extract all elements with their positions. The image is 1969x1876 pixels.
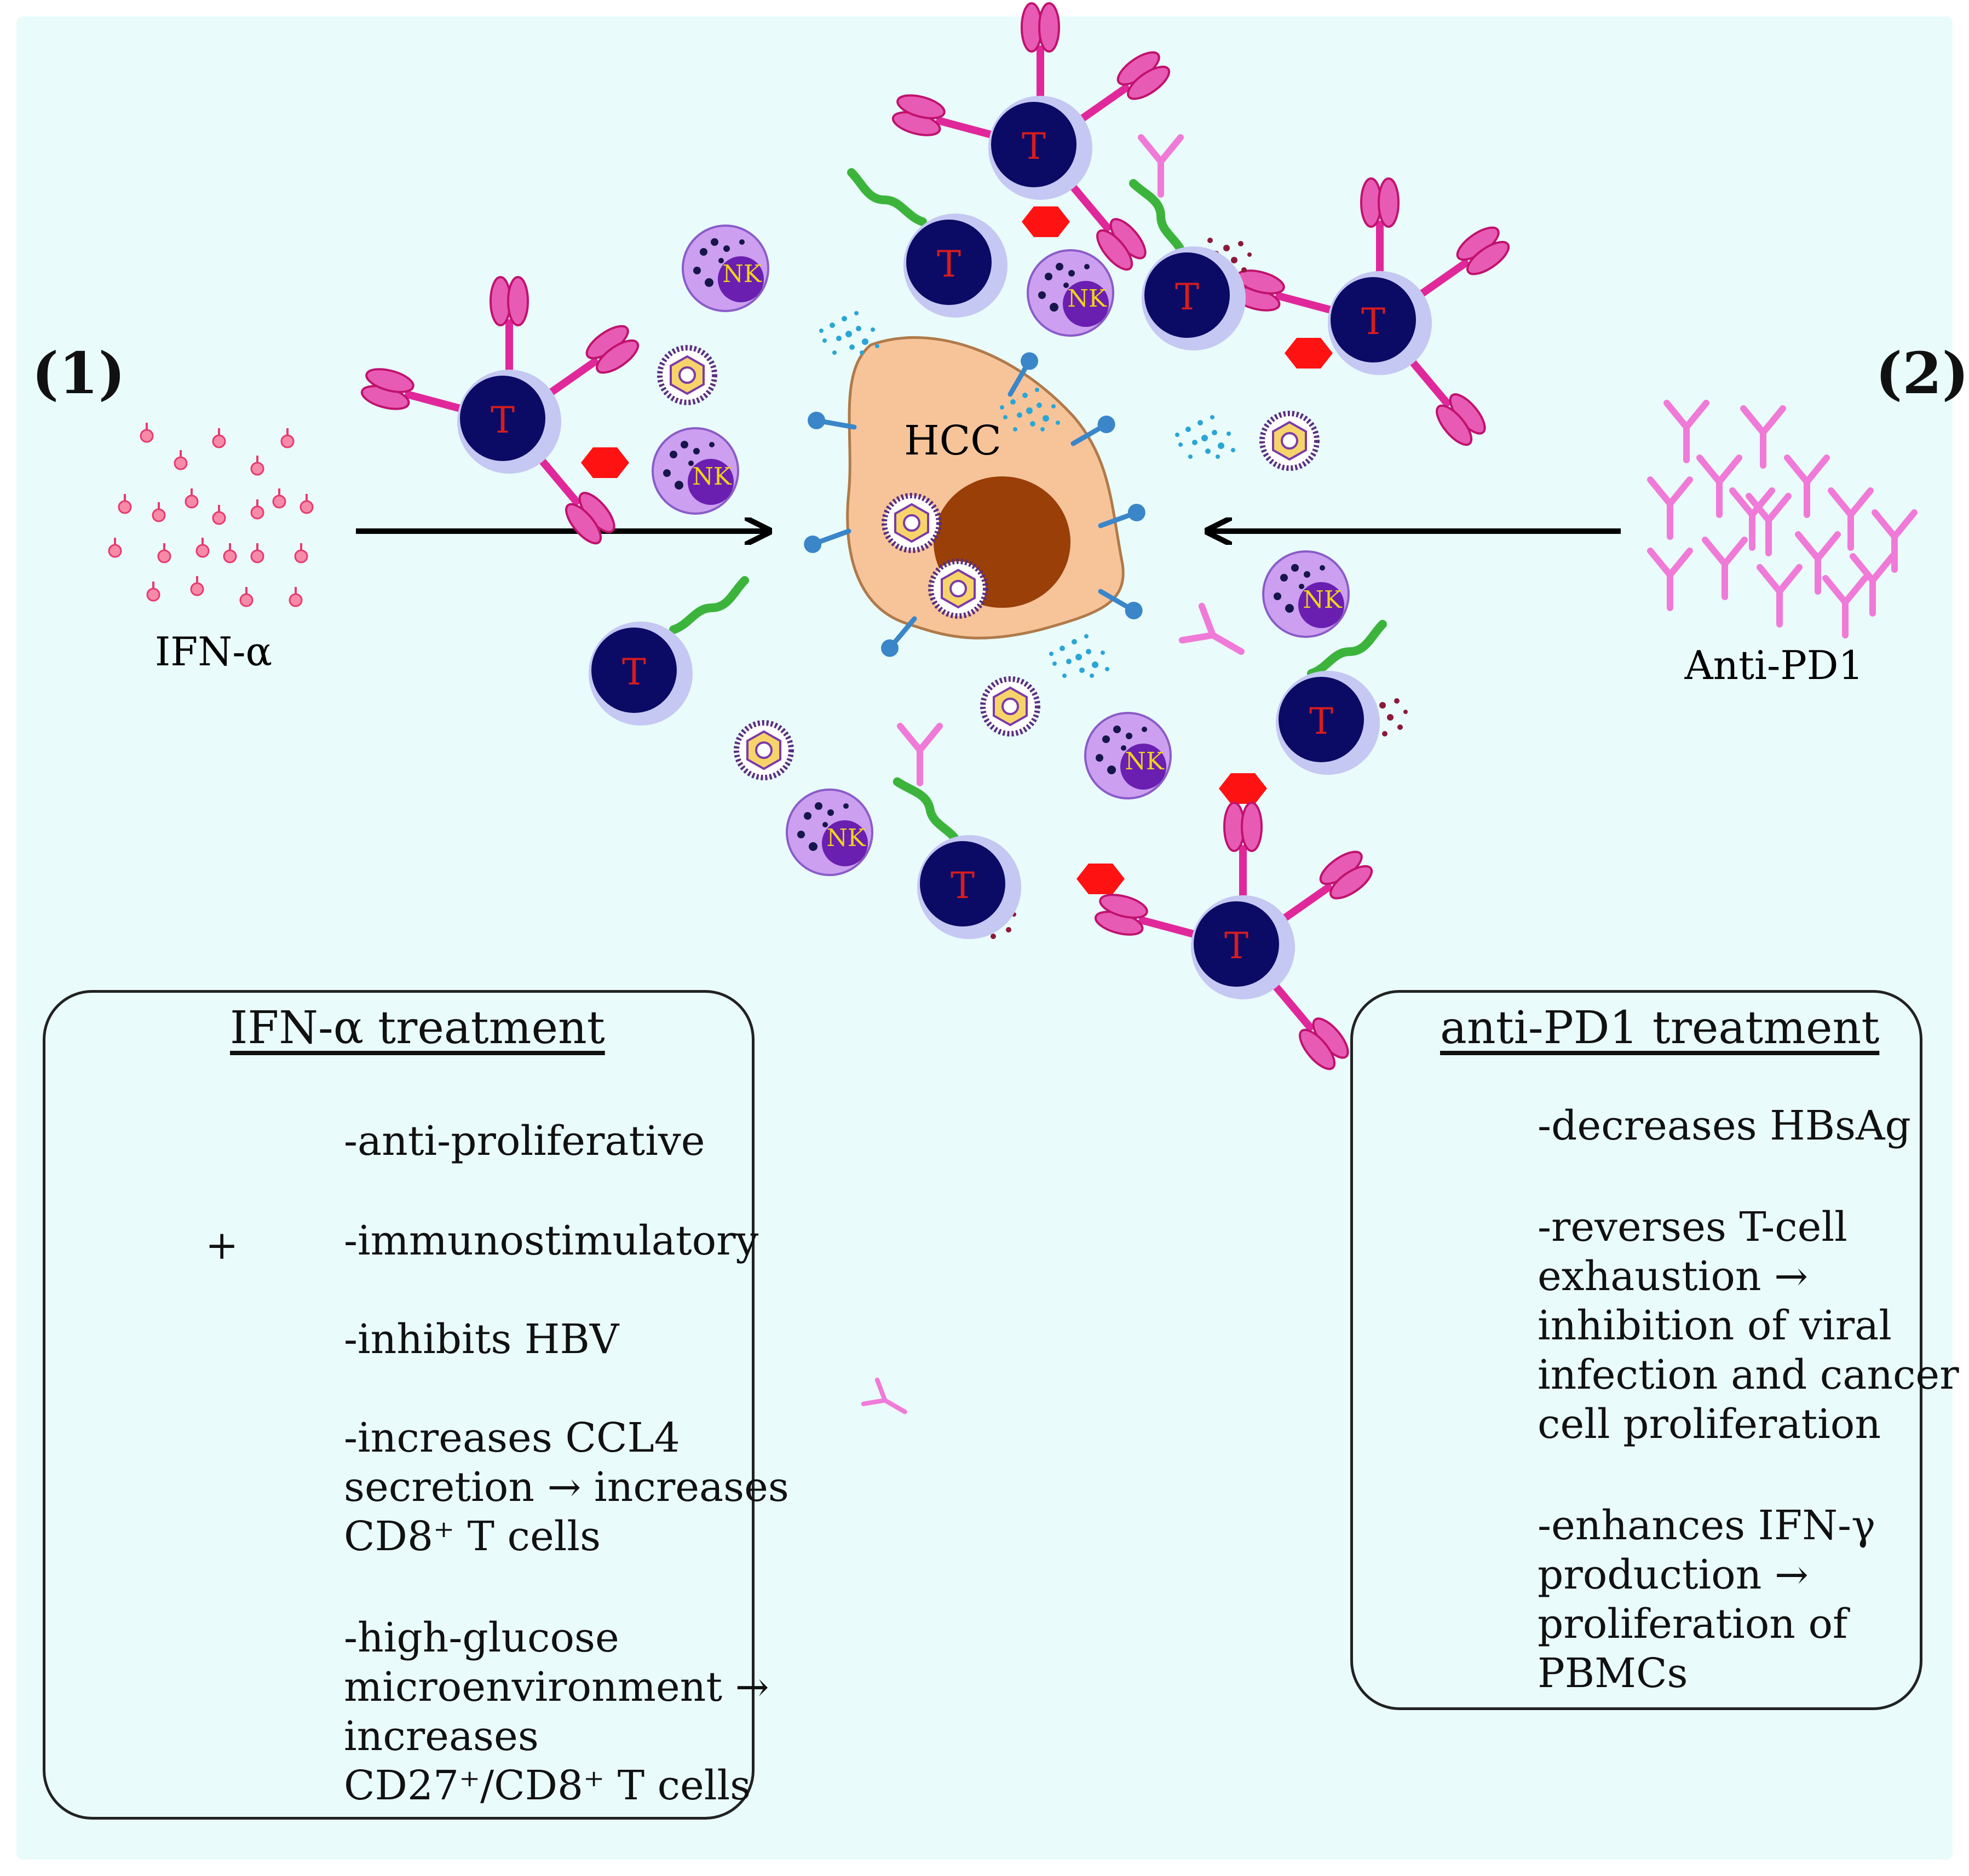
pd1-item-reverses-line3: inhibition of viral: [1538, 1302, 1892, 1349]
pd1-item-decreases-hbsag: -decreases HBsAg: [1538, 1102, 1911, 1149]
pd1-box-title: anti-PD1 treatment: [1440, 1002, 1880, 1054]
pd1-item-reverses-line4: infection and cancer: [1538, 1351, 1959, 1399]
svg-text:T: T: [1175, 276, 1199, 318]
ifn-item-ccl4-line2: secretion → increases: [344, 1464, 789, 1511]
t-cell-stimulated: T: [1230, 179, 1513, 450]
svg-text:NK: NK: [826, 824, 866, 852]
pd1-item-enhances-line3: proliferation of: [1538, 1601, 1848, 1648]
nk-cell: NK: [1262, 550, 1350, 638]
t-cell-pd1-blocked: T: [1182, 606, 1408, 775]
hcc-label: HCC: [904, 417, 1001, 464]
t-cell-stimulated: T: [360, 277, 643, 549]
svg-text:T: T: [1224, 925, 1248, 967]
pd1-item-enhances-line2: production →: [1538, 1551, 1809, 1598]
svg-text:NK: NK: [1125, 747, 1165, 775]
anti-pd1-treatment-box: [1350, 990, 1922, 1710]
svg-text:NK: NK: [1067, 285, 1107, 313]
hcc-cell: [802, 336, 1148, 660]
svg-text:T: T: [1022, 125, 1046, 168]
ifn-item-glucose-line4: CD27⁺/CD8⁺ T cells: [344, 1762, 751, 1809]
ifn-item-ccl4-line1: -increases CCL4: [344, 1414, 680, 1461]
svg-text:T: T: [1309, 700, 1333, 743]
ifn-item-inhibits-hbv: -inhibits HBV: [344, 1316, 619, 1363]
pd1-item-reverses-line1: -reverses T-cell: [1538, 1204, 1847, 1251]
t-cell-stimulated: T: [1093, 803, 1377, 1074]
svg-text:T: T: [937, 243, 961, 285]
svg-text:T: T: [1361, 301, 1385, 343]
svg-text:NK: NK: [692, 463, 732, 491]
nk-cell: NK: [1027, 249, 1114, 337]
hbv-particle: [983, 679, 1038, 734]
panel-1-label: (1): [32, 339, 125, 407]
svg-text:NK: NK: [1303, 586, 1343, 614]
t-cell-stimulated: T: [891, 3, 1174, 275]
nk-cell: NK: [1084, 712, 1172, 799]
svg-text:NK: NK: [722, 260, 762, 288]
pd1-item-reverses-line5: cell proliferation: [1538, 1401, 1881, 1448]
pd1-item-enhances-line1: -enhances IFN-γ: [1538, 1502, 1876, 1549]
t-cell-pd1: T: [589, 580, 745, 726]
panel-2-label: (2): [1875, 339, 1969, 407]
hbv-particle: [1262, 413, 1317, 468]
svg-text:T: T: [622, 651, 646, 693]
ifn-alpha-label: IFN-α: [155, 629, 272, 675]
ifn-box-title: IFN-α treatment: [230, 1002, 605, 1054]
ifn-item-glucose-line3: increases: [344, 1713, 539, 1760]
nk-cell: NK: [682, 225, 769, 312]
hbv-particle: [660, 348, 715, 402]
ifn-item-anti-proliferative: -anti-proliferative: [344, 1118, 705, 1165]
ifn-treatment-box: [43, 990, 755, 1820]
pd1-item-reverses-line2: exhaustion →: [1538, 1253, 1809, 1300]
nk-cell: NK: [786, 789, 873, 876]
svg-text:T: T: [491, 399, 515, 441]
plus-sign: +: [205, 1222, 239, 1268]
anti-pd1-label: Anti-PD1: [1684, 642, 1864, 688]
nk-cell: NK: [652, 427, 739, 515]
ifn-item-immunostimulatory: -immunostimulatory: [344, 1217, 759, 1264]
svg-text:T: T: [951, 865, 975, 907]
ifn-item-ccl4-line3: CD8⁺ T cells: [344, 1513, 601, 1560]
t-cell-pd1-blocked: T: [897, 726, 1021, 939]
t-cell-pd1: T: [851, 172, 1007, 318]
hbv-particle: [736, 723, 791, 778]
t-cell-pd1-blocked: T: [1133, 137, 1252, 350]
ifn-item-glucose-line2: microenvironment →: [344, 1664, 769, 1711]
ifn-item-glucose-line1: -high-glucose: [344, 1614, 619, 1661]
pd1-item-enhances-line4: PBMCs: [1538, 1650, 1688, 1697]
